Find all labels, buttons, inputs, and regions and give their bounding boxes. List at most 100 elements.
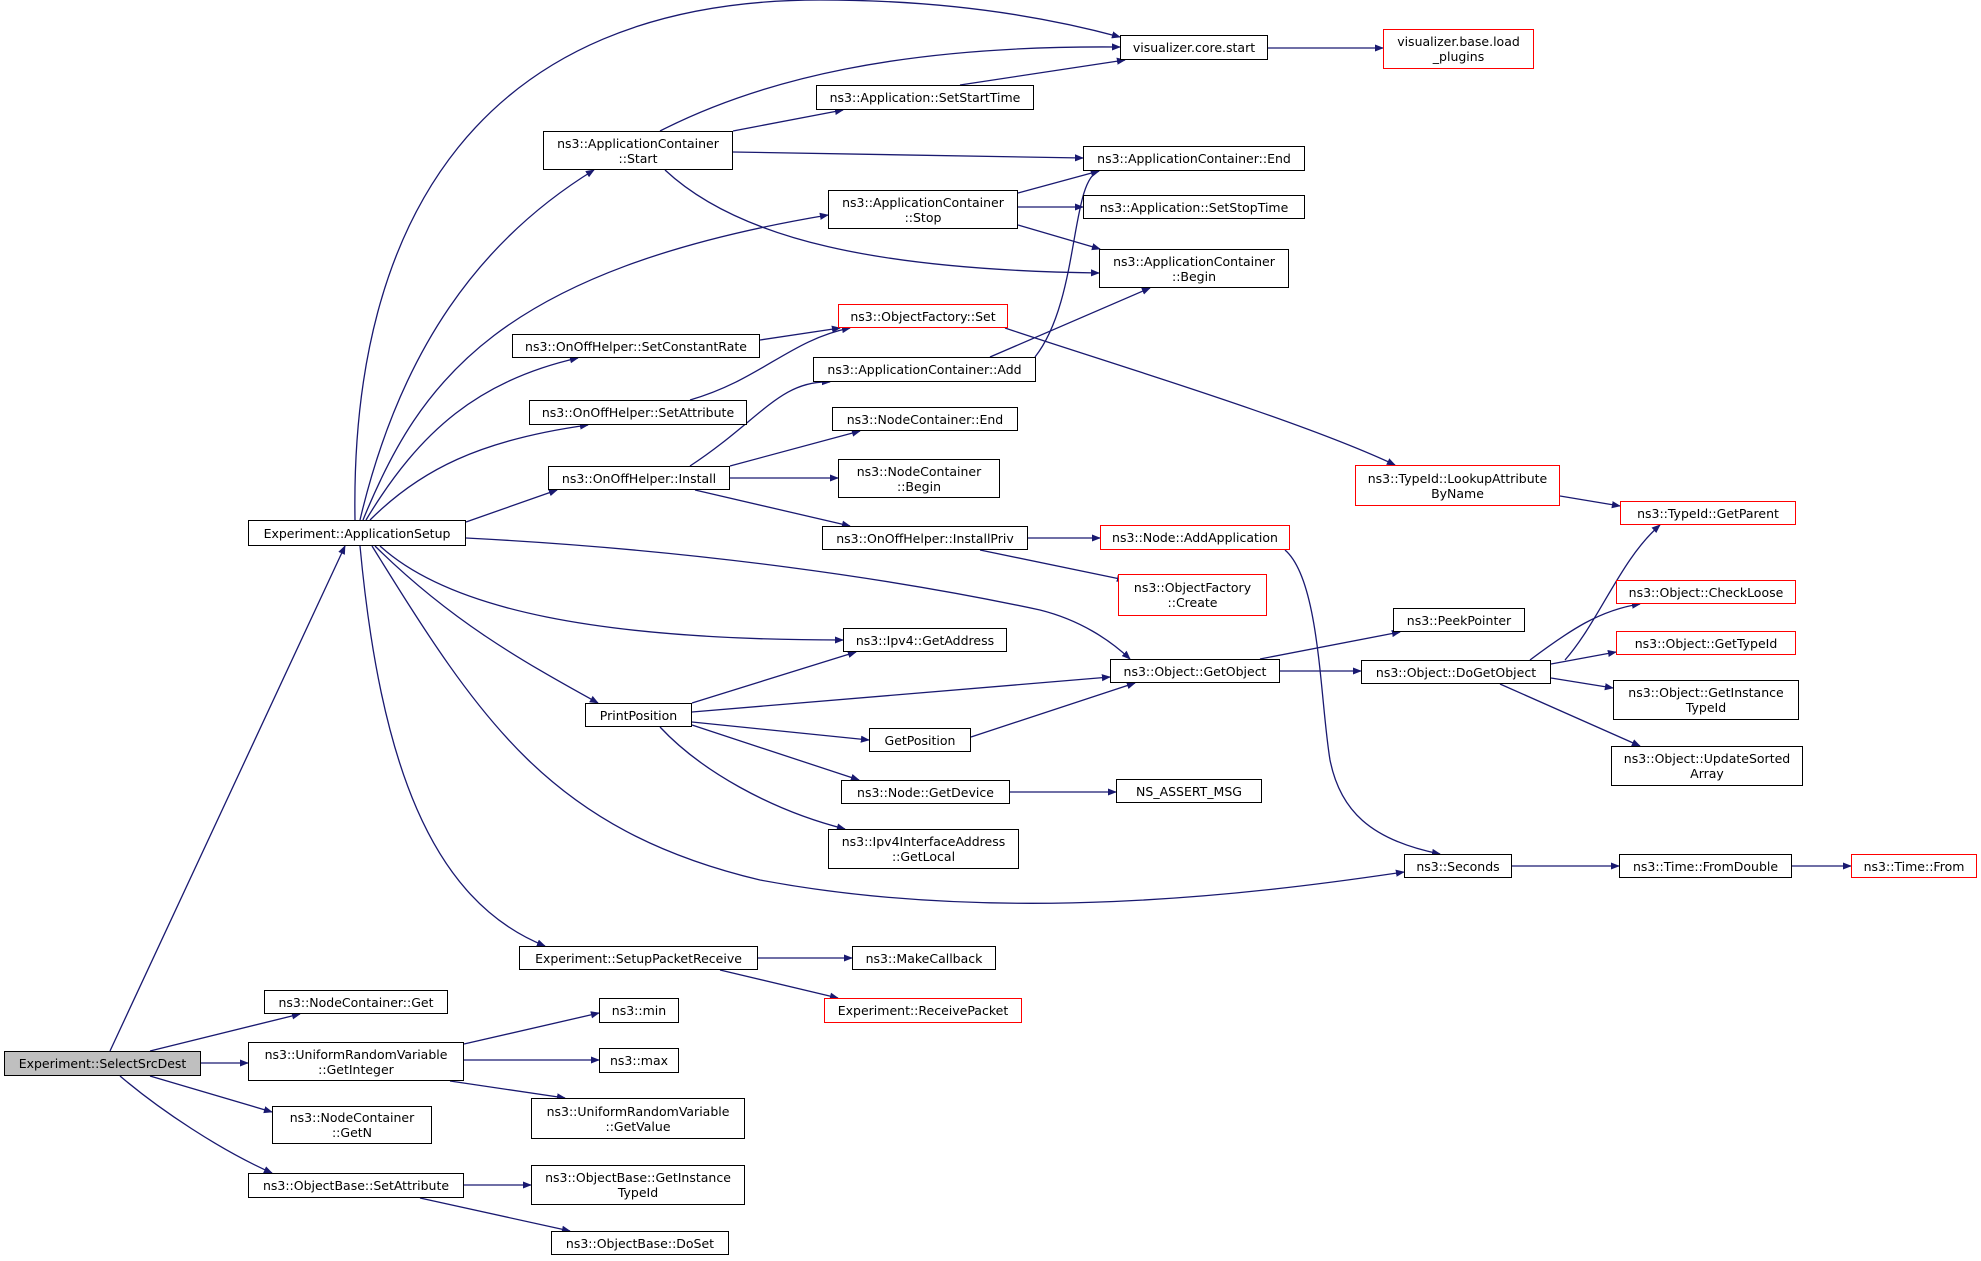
- graph-node-n17[interactable]: ns3::ApplicationContainer::Add: [813, 357, 1036, 382]
- call-edge-n1-n5: [149, 1075, 273, 1114]
- graph-node-n24[interactable]: ns3::OnOffHelper::InstallPriv: [822, 526, 1028, 550]
- graph-node-n16[interactable]: ns3::ObjectFactory::Set: [838, 304, 1008, 328]
- call-edge-n10-n7: [959, 57, 1126, 86]
- graph-node-label: ns3::Ipv4::GetAddress: [855, 632, 995, 648]
- graph-node-n28[interactable]: ns3::Object::CheckLoose: [1616, 580, 1796, 604]
- graph-node-label: visualizer.core.start: [1132, 40, 1256, 55]
- call-edge-n16-n22: [1004, 327, 1396, 466]
- call-edge-n9-n14: [664, 169, 1100, 277]
- graph-node-n41[interactable]: ns3::Time::FromDouble: [1619, 854, 1792, 878]
- graph-node-n2[interactable]: Experiment::ApplicationSetup: [248, 520, 466, 546]
- graph-node-label: ns3::Application::SetStartTime: [829, 90, 1021, 105]
- graph-node-n45[interactable]: Experiment::ReceivePacket: [824, 998, 1022, 1023]
- graph-node-n39[interactable]: ns3::Ipv4InterfaceAddress ::GetLocal: [828, 829, 1019, 869]
- graph-node-n50[interactable]: ns3::ObjectBase::DoSet: [551, 1231, 729, 1255]
- graph-node-n20[interactable]: ns3::OnOffHelper::Install: [548, 466, 730, 490]
- graph-node-n8[interactable]: visualizer.base.load _plugins: [1383, 29, 1534, 69]
- call-edge-n9-n11: [732, 151, 1084, 162]
- graph-node-n11[interactable]: ns3::ApplicationContainer::End: [1083, 146, 1305, 171]
- graph-node-n37[interactable]: ns3::Node::GetDevice: [841, 780, 1010, 804]
- graph-node-n22[interactable]: ns3::TypeId::LookupAttribute ByName: [1355, 465, 1560, 506]
- graph-node-n34[interactable]: ns3::Object::GetInstance TypeId: [1613, 680, 1799, 720]
- graph-node-label: ns3::Time::From: [1863, 858, 1965, 874]
- graph-node-n5[interactable]: ns3::NodeContainer ::GetN: [272, 1106, 432, 1144]
- graph-node-label: ns3::Object::GetInstance TypeId: [1628, 685, 1784, 715]
- call-edge-n9-n7: [659, 43, 1121, 132]
- graph-node-n14[interactable]: ns3::ApplicationContainer ::Begin: [1099, 249, 1289, 288]
- graph-node-n31[interactable]: ns3::Object::DoGetObject: [1361, 660, 1551, 684]
- call-edge-n22-n23: [1559, 495, 1621, 509]
- graph-node-label: ns3::TypeId::LookupAttribute ByName: [1367, 470, 1548, 501]
- graph-node-n4[interactable]: ns3::UniformRandomVariable ::GetInteger: [248, 1042, 464, 1081]
- graph-node-label: ns3::ObjectFactory::Set: [850, 308, 996, 324]
- call-edge-n18-n16: [689, 326, 851, 401]
- graph-node-n35[interactable]: GetPosition: [869, 728, 971, 752]
- call-edge-n33-n35: [691, 721, 870, 743]
- graph-node-n40[interactable]: ns3::Seconds: [1404, 854, 1512, 878]
- call-edge-n2-n7: [354, 0, 1121, 521]
- graph-node-n47[interactable]: ns3::max: [599, 1048, 679, 1073]
- graph-node-label: Experiment::ApplicationSetup: [263, 525, 451, 541]
- graph-node-n48[interactable]: ns3::UniformRandomVariable ::GetValue: [531, 1098, 745, 1139]
- graph-node-label: ns3::Object::GetTypeId: [1634, 635, 1778, 651]
- call-edge-n6-n50: [419, 1197, 571, 1233]
- graph-node-n15[interactable]: ns3::OnOffHelper::SetConstantRate: [512, 334, 760, 358]
- graph-node-n19[interactable]: ns3::NodeContainer::End: [832, 407, 1018, 431]
- graph-node-n26[interactable]: ns3::ObjectFactory ::Create: [1118, 574, 1267, 616]
- graph-node-label: Experiment::SelectSrcDest: [18, 1056, 187, 1071]
- graph-node-label: PrintPosition: [599, 707, 678, 723]
- graph-node-label: ns3::OnOffHelper::InstallPriv: [836, 530, 1014, 546]
- call-edge-n9-n10: [732, 107, 844, 132]
- call-edge-n43-n45: [719, 969, 839, 1000]
- graph-node-n6[interactable]: ns3::ObjectBase::SetAttribute: [248, 1173, 464, 1198]
- graph-node-n30[interactable]: ns3::Object::GetObject: [1110, 659, 1280, 683]
- graph-node-n36[interactable]: ns3::Object::UpdateSorted Array: [1611, 746, 1803, 786]
- graph-node-label: ns3::Object::GetObject: [1123, 663, 1267, 679]
- call-edge-n30-n27: [1259, 629, 1401, 660]
- graph-node-label: NS_ASSERT_MSG: [1136, 783, 1242, 799]
- call-edge-n2-n9: [359, 169, 595, 521]
- graph-node-n3[interactable]: ns3::NodeContainer::Get: [264, 990, 448, 1014]
- call-edge-n35-n30: [970, 682, 1136, 738]
- graph-node-label: ns3::Node::AddApplication: [1112, 530, 1278, 545]
- call-edge-n33-n30: [691, 674, 1111, 713]
- graph-node-label: ns3::OnOffHelper::Install: [561, 470, 717, 486]
- graph-node-n23[interactable]: ns3::TypeId::GetParent: [1620, 501, 1796, 525]
- graph-node-n46[interactable]: ns3::min: [599, 998, 679, 1023]
- call-edge-n31-n36: [1499, 683, 1641, 747]
- call-edge-n20-n19: [729, 429, 861, 467]
- graph-node-n38[interactable]: NS_ASSERT_MSG: [1116, 779, 1262, 803]
- graph-node-n42[interactable]: ns3::Time::From: [1851, 854, 1977, 878]
- graph-node-n12[interactable]: ns3::ApplicationContainer ::Stop: [828, 190, 1018, 229]
- graph-node-n29[interactable]: ns3::Ipv4::GetAddress: [843, 628, 1007, 652]
- graph-node-n27[interactable]: ns3::PeekPointer: [1393, 608, 1525, 632]
- graph-node-n10[interactable]: ns3::Application::SetStartTime: [816, 85, 1034, 110]
- graph-node-label: Experiment::ReceivePacket: [837, 1003, 1009, 1018]
- graph-node-label: ns3::MakeCallback: [865, 950, 983, 966]
- call-edge-n2-n20: [465, 489, 558, 523]
- call-edge-n25-n40: [1284, 549, 1441, 856]
- graph-node-label: ns3::NodeContainer::End: [846, 411, 1004, 427]
- graph-node-n13[interactable]: ns3::Application::SetStopTime: [1083, 195, 1305, 219]
- call-edge-n2-n12: [362, 212, 829, 521]
- graph-node-label: ns3::NodeContainer ::GetN: [289, 1110, 415, 1140]
- call-edge-n20-n24: [694, 489, 851, 528]
- graph-node-n43[interactable]: Experiment::SetupPacketReceive: [519, 946, 758, 970]
- graph-node-label: ns3::Ipv4InterfaceAddress ::GetLocal: [841, 834, 1006, 864]
- graph-node-n9[interactable]: ns3::ApplicationContainer ::Start: [543, 131, 733, 170]
- graph-node-n32[interactable]: ns3::Object::GetTypeId: [1616, 631, 1796, 655]
- call-edge-n1-n3: [149, 1012, 301, 1052]
- call-edge-n33-n29: [691, 650, 857, 704]
- graph-node-label: ns3::ObjectFactory ::Create: [1133, 580, 1252, 610]
- call-edge-n31-n32: [1550, 649, 1617, 665]
- graph-node-n49[interactable]: ns3::ObjectBase::GetInstance TypeId: [531, 1165, 745, 1205]
- graph-node-n44[interactable]: ns3::MakeCallback: [852, 946, 996, 970]
- graph-node-n21[interactable]: ns3::NodeContainer ::Begin: [838, 459, 1000, 498]
- graph-node-label: ns3::Object::DoGetObject: [1375, 664, 1537, 680]
- graph-node-n33[interactable]: PrintPosition: [585, 703, 692, 727]
- graph-node-n25[interactable]: ns3::Node::AddApplication: [1100, 525, 1290, 550]
- call-edge-n4-n46: [463, 1011, 600, 1045]
- graph-node-n18[interactable]: ns3::OnOffHelper::SetAttribute: [529, 400, 747, 425]
- graph-node-n7[interactable]: visualizer.core.start: [1120, 35, 1268, 60]
